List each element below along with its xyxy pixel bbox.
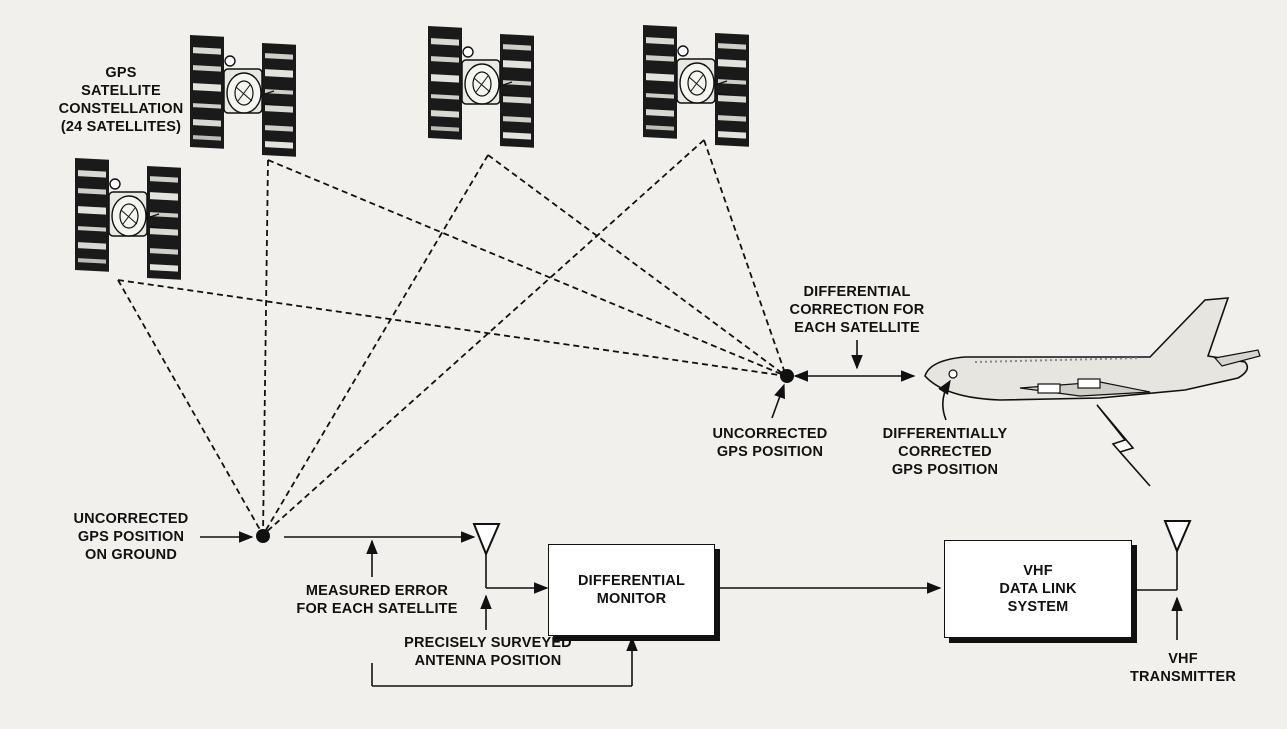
satellite-icon xyxy=(75,158,181,280)
vhf-transmitter-label: VHF TRANSMITTER xyxy=(1124,650,1242,686)
differential-monitor-box: DIFFERENTIAL MONITOR xyxy=(548,544,715,636)
signal-lines xyxy=(118,140,786,535)
measured-error-label: MEASURED ERROR FOR EACH SATELLITE xyxy=(287,582,467,618)
gps-position-dot-icon xyxy=(256,529,270,543)
airplane-icon xyxy=(925,298,1260,400)
satellite-icon xyxy=(643,25,749,147)
uncorrected-ground-label: UNCORRECTED GPS POSITION ON GROUND xyxy=(62,510,200,564)
antenna-icon xyxy=(1165,521,1190,590)
lightning-icon xyxy=(1097,405,1150,486)
antenna-icon xyxy=(474,524,499,588)
vhf-data-link-box: VHF DATA LINK SYSTEM xyxy=(944,540,1132,638)
differential-correction-label: DIFFERENTIAL CORRECTION FOR EACH SATELLI… xyxy=(778,283,936,337)
surveyed-antenna-label: PRECISELY SURVEYED ANTENNA POSITION xyxy=(378,634,598,670)
gps-position-dot-icon xyxy=(780,369,794,383)
constellation-label: GPS SATELLITE CONSTELLATION (24 SATELLIT… xyxy=(54,64,188,136)
differentially-corrected-label: DIFFERENTIALLY CORRECTED GPS POSITION xyxy=(870,425,1020,479)
satellite-icon xyxy=(428,26,534,148)
satellite-icon xyxy=(190,35,296,157)
uncorrected-air-label: UNCORRECTED GPS POSITION xyxy=(700,425,840,461)
